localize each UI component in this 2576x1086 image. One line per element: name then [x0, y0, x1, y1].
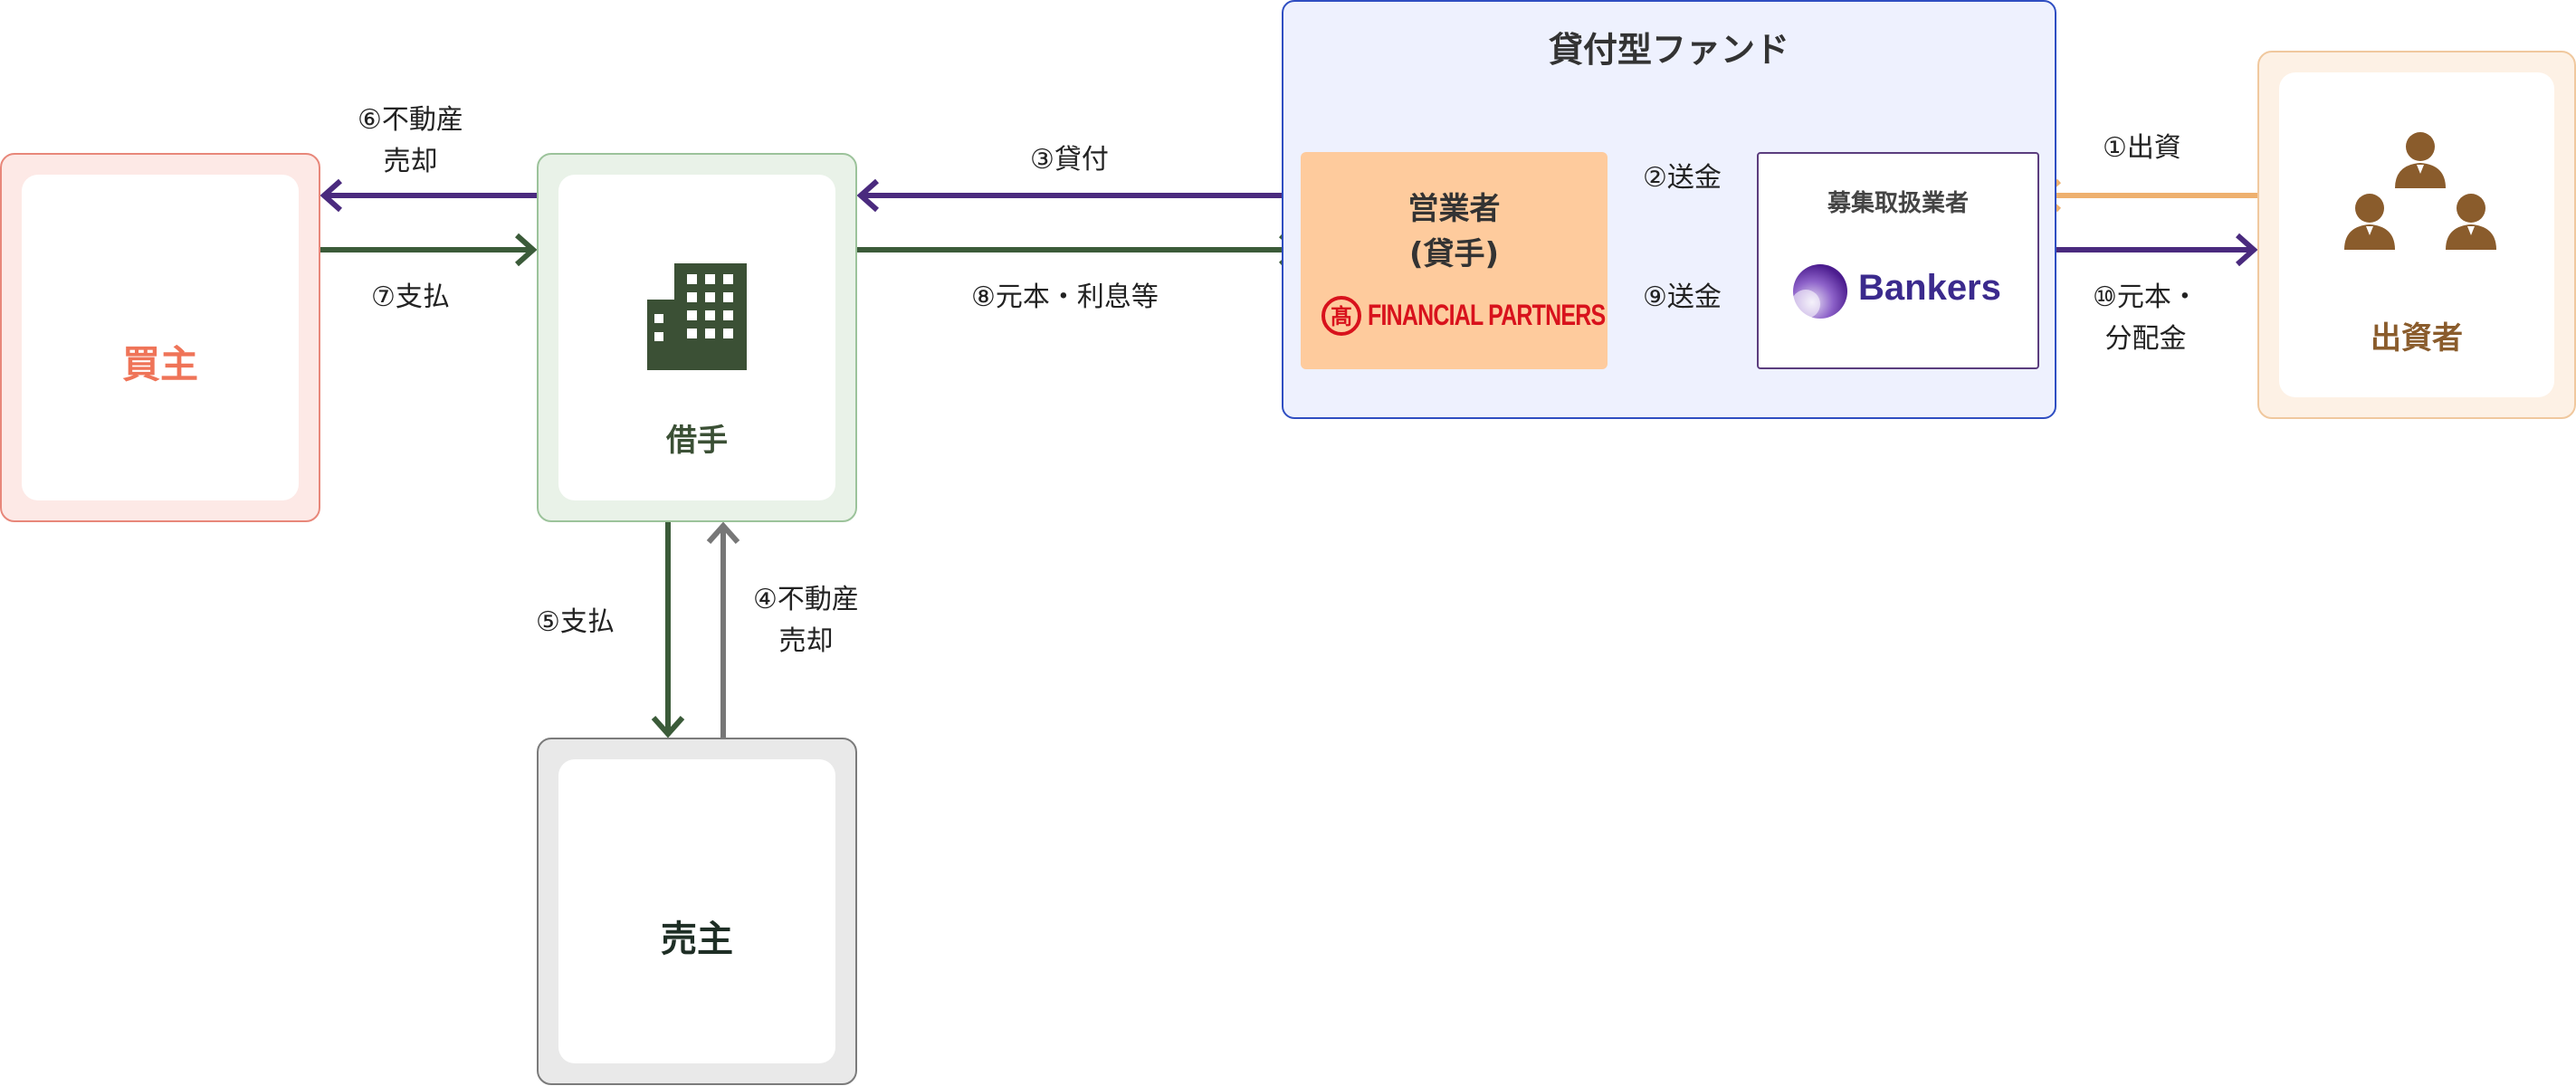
bankers-logo-icon: [1791, 264, 1847, 319]
recruiter-box: 募集取扱業者 Bankers: [1757, 152, 2039, 369]
investor-inner: 出資者: [2279, 72, 2554, 397]
flow-label-7: ⑦支払: [371, 281, 450, 313]
financial-partners-mark-glyph: 髙: [1331, 304, 1352, 329]
bankers-logo-text: Bankers: [1858, 268, 2001, 308]
buyer-box: 買主: [0, 153, 320, 522]
buyer-inner: 買主: [22, 175, 299, 500]
seller-box: 売主: [537, 738, 857, 1085]
arrow-7-payment: [320, 233, 538, 267]
financial-partners-logo: 髙 FINANCIAL PARTNERS: [1321, 295, 1606, 337]
borrower-box: 借手: [537, 153, 857, 522]
arrow-1-investment: [2038, 178, 2257, 213]
investors-people-icon: [2344, 132, 2496, 250]
operator-box: 営業者 (貸手) 髙 FINANCIAL PARTNERS: [1301, 152, 1608, 369]
arrow-6-real-estate-sale: [320, 178, 537, 213]
operator-label-line1: 営業者: [1407, 191, 1501, 227]
arrow-8-principal-interest: [857, 233, 1302, 267]
flow-label-6-line2: 売却: [383, 146, 438, 177]
arrow-4-real-estate-sale: [706, 521, 740, 738]
buyer-label: 買主: [121, 342, 198, 386]
flow-label-3: ③貸付: [1030, 144, 1109, 176]
operator-label: 営業者 (貸手): [1301, 186, 1608, 277]
arrow-5-payment: [651, 522, 685, 738]
flow-label-4-line2: 売却: [778, 625, 834, 657]
financial-partners-logo-text: FINANCIAL PARTNERS: [1368, 299, 1606, 331]
flow-label-10-line2: 分配金: [2104, 323, 2187, 355]
seller-inner: 売主: [558, 759, 835, 1063]
flow-label-1: ①出資: [2103, 132, 2181, 164]
flow-label-8: ⑧元本・利息等: [971, 281, 1159, 313]
building-icon: [647, 263, 747, 370]
operator-label-line2: (貸手): [1408, 236, 1500, 272]
flow-label-4-line1: ④不動産: [753, 584, 859, 615]
investor-box: 出資者: [2257, 51, 2576, 419]
flow-label-9: ⑨送金: [1643, 281, 1722, 313]
flow-label-10-line1: ⑩元本・: [2093, 281, 2199, 313]
seller-label: 売主: [661, 919, 733, 960]
arrow-10-distribution: [2039, 233, 2258, 267]
financial-partners-mark-icon: 髙: [1321, 296, 1361, 336]
flow-label-5: ⑤支払: [536, 606, 615, 638]
flow-label-6-line1: ⑥不動産: [358, 104, 463, 136]
flow-label-10: ⑩元本・ 分配金: [2093, 277, 2199, 360]
flow-label-4: ④不動産 売却: [753, 579, 859, 662]
flow-label-6: ⑥不動産 売却: [358, 100, 463, 183]
investor-label: 出資者: [2371, 320, 2463, 357]
fund-title: 貸付型ファンド: [1548, 30, 1789, 70]
arrow-3-loan: [856, 178, 1301, 213]
flow-label-2: ②送金: [1643, 162, 1722, 194]
recruiter-label: 募集取扱業者: [1827, 190, 1969, 217]
borrower-inner: 借手: [558, 175, 835, 500]
borrower-label: 借手: [666, 423, 728, 459]
